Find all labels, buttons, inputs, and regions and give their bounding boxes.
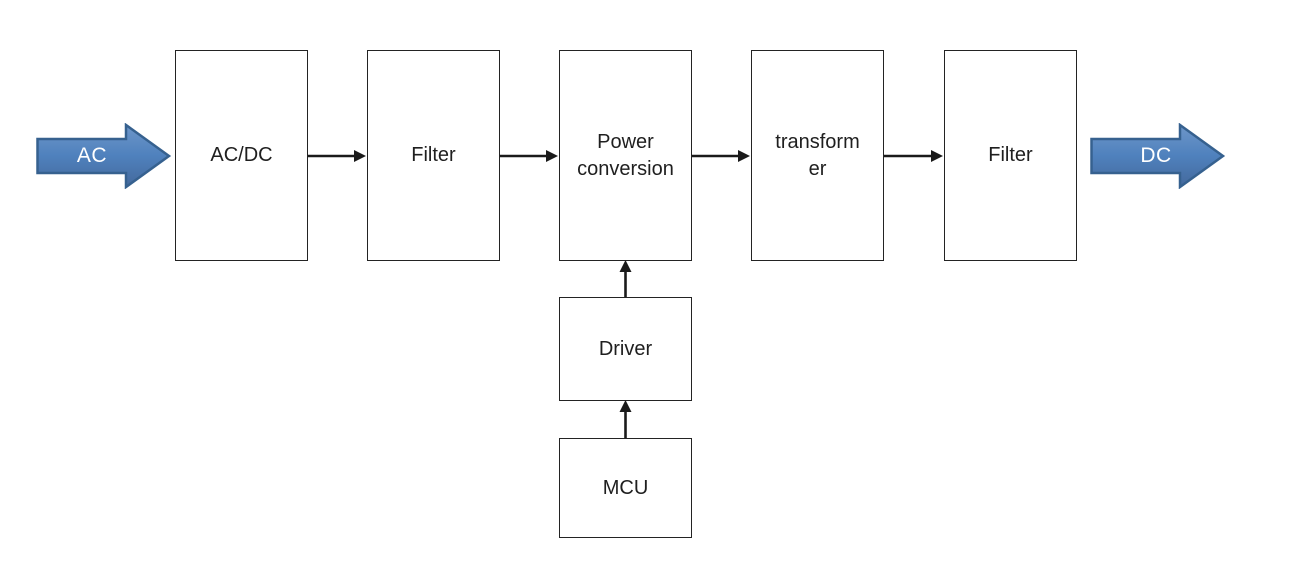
block-power-conversion: Power conversion: [559, 50, 692, 261]
block-transformer-label: transform er: [775, 130, 860, 180]
arrow-acdc-to-filter: [308, 150, 366, 162]
dc-output-arrow: DC: [1090, 123, 1226, 189]
arrow-mcu-to-driver: [619, 400, 632, 438]
block-acdc: AC/DC: [175, 50, 308, 261]
ac-arrow-label: AC: [76, 144, 108, 167]
block-filter-output: Filter: [944, 50, 1077, 261]
block-driver: Driver: [559, 297, 692, 401]
arrow-filter-to-powerconversion: [500, 150, 558, 162]
block-filter-output-label: Filter: [988, 144, 1033, 166]
dc-arrow-label: DC: [1140, 144, 1172, 167]
right-block-arrow-icon: [36, 123, 172, 189]
block-driver-label: Driver: [598, 337, 653, 360]
block-mcu: MCU: [559, 438, 692, 538]
block-power-conversion-label: Power conversion: [577, 130, 674, 180]
block-transformer: transform er: [751, 50, 884, 261]
arrow-powerconversion-to-transformer: [692, 150, 750, 162]
arrow-driver-to-powerconversion: [619, 260, 632, 297]
block-acdc-label: AC/DC: [210, 144, 273, 166]
right-block-arrow-icon: [1090, 123, 1226, 189]
arrow-transformer-to-filter: [884, 150, 943, 162]
ac-input-arrow: AC: [36, 123, 172, 189]
block-filter-input-label: Filter: [411, 144, 456, 166]
block-mcu-label: MCU: [602, 476, 649, 499]
block-filter-input: Filter: [367, 50, 500, 261]
